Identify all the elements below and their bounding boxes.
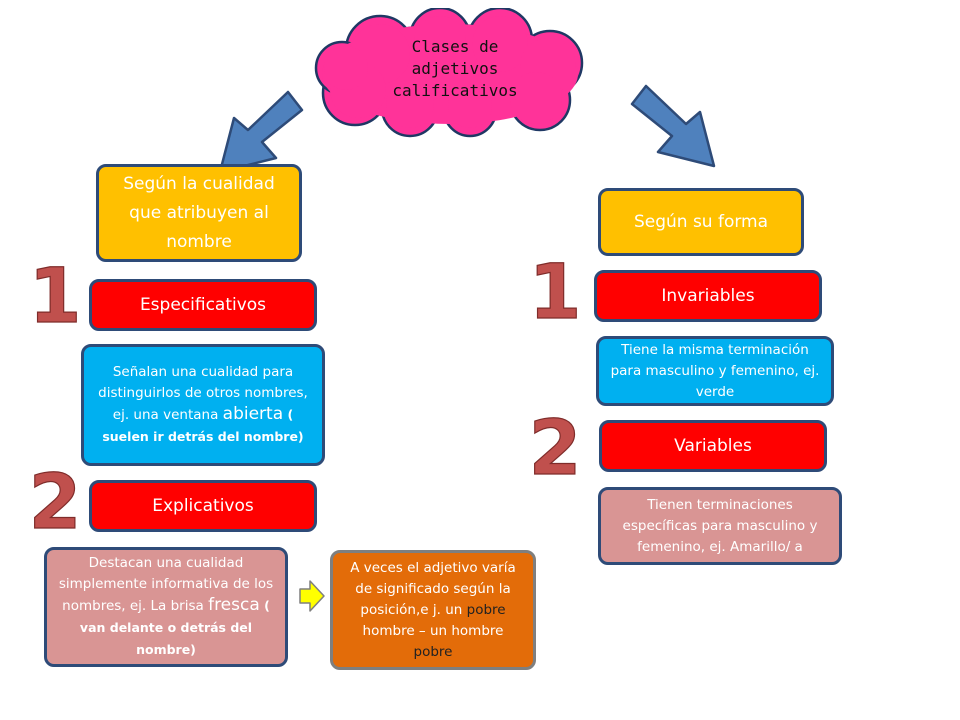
- svg-text:1: 1: [530, 258, 580, 324]
- left-type-2: Explicativos: [89, 480, 317, 532]
- left-desc-2: Destacan una cualidad simplemente inform…: [44, 547, 288, 667]
- right-heading: Según su forma: [598, 188, 804, 256]
- right-desc-2: Tienen terminaciones específicas para ma…: [598, 487, 842, 565]
- arrow-right-down-icon: [630, 84, 716, 168]
- diagram-title: Clases de adjetivos calificativos: [392, 37, 518, 100]
- right-number-2: 2: [530, 414, 580, 480]
- title-cloud: [314, 8, 584, 138]
- svg-text:2: 2: [530, 414, 580, 480]
- left-number-1: 1: [30, 262, 80, 328]
- svg-text:2: 2: [30, 468, 80, 534]
- left-desc-1: Señalan una cualidad para distinguirlos …: [81, 344, 325, 466]
- right-number-1: 1: [530, 258, 580, 324]
- left-type-1: Especificativos: [89, 279, 317, 331]
- left-heading: Según la cualidad que atribuyen al nombr…: [96, 164, 302, 262]
- left-note: A veces el adjetivo varía de significado…: [330, 550, 536, 670]
- right-type-1: Invariables: [594, 270, 822, 322]
- right-type-2: Variables: [599, 420, 827, 472]
- svg-text:1: 1: [30, 262, 80, 328]
- pointer-arrow-icon: [299, 580, 325, 612]
- right-desc-1: Tiene la misma terminación para masculin…: [596, 336, 834, 406]
- left-number-2: 2: [30, 468, 80, 534]
